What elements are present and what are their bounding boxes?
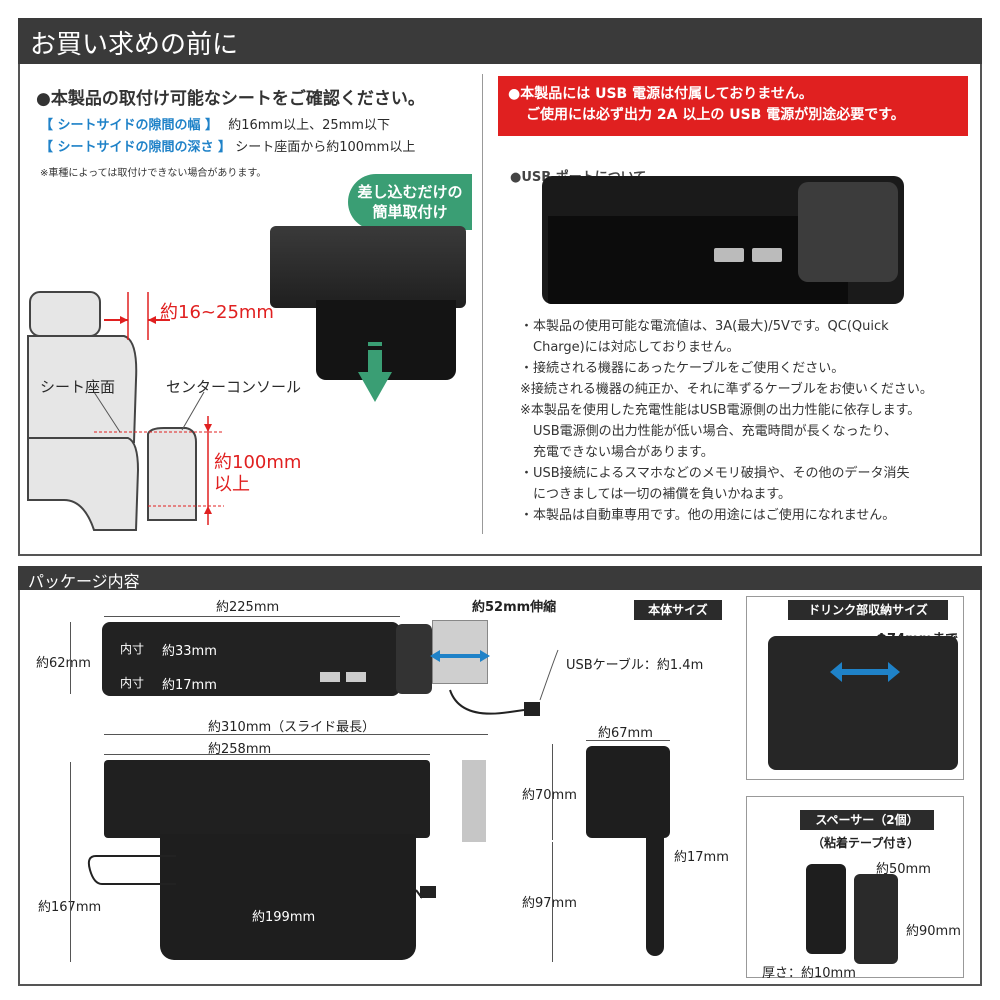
list-item: USB電源側の出力性能が低い場合、充電時間が長くなったり、 (520, 424, 898, 439)
section-header-top: お買い求めの前に (18, 18, 982, 64)
spacer-height-label: 約90mm (906, 924, 961, 939)
end-lower-height-label: 約97mm (522, 896, 577, 911)
usb-port-2 (752, 248, 782, 262)
gap-width-row: 【 シートサイドの隙間の幅 】 約16mm以上、25mm以下 (40, 114, 390, 133)
usb-warning-banner: ●本製品には USB 電源は付属しておりません。 ご使用には必ず出力 2A 以上… (498, 76, 968, 136)
badge-line-1: 差し込むだけの (357, 183, 463, 201)
list-item: Charge)には対応しておりません。 (520, 340, 740, 355)
bottom-width-label: 約199mm (252, 910, 316, 925)
list-item: ・USB接続によるスマホなどのメモリ破損や、その他のデータ消失 (520, 466, 910, 481)
seat-check-heading: ●本製品の取付け可能なシートをご確認ください。 (36, 89, 425, 109)
list-item: ・本製品は自動車専用です。他の用途にはご使用になれません。 (520, 508, 896, 523)
side-width-label: 約258mm (208, 742, 272, 757)
console-label: センターコンソール (166, 378, 302, 396)
side-slide-post (462, 760, 486, 842)
badge-line-2: 簡単取付け (372, 203, 448, 221)
drink-box (746, 596, 964, 780)
usb-bullet-list: ・本製品の使用可能な電流値は、3A(最大)/5Vです。QC(Quick Char… (520, 316, 975, 526)
organizer-image (270, 226, 466, 308)
drink-size-label: ドリンク部収納サイズ (788, 600, 948, 620)
spacer-piece-2 (854, 874, 898, 964)
usb-port-a (320, 672, 340, 682)
end-view-blade (646, 838, 664, 956)
gap-width-label: 【 シートサイドの隙間の幅 】 (40, 118, 219, 133)
top-view-image: 内寸 約33mm 内寸 約17mm (102, 622, 400, 696)
side-lower-panel: 約199mm (160, 834, 416, 960)
end-view-image (586, 746, 670, 838)
list-item: ※本製品を使用した充電性能はUSB電源側の出力性能に依存します。 (520, 403, 921, 418)
page-title: お買い求めの前に (30, 30, 239, 60)
gap-depth-row: 【 シートサイドの隙間の深さ 】 シート座面から約100mm以上 (40, 136, 415, 155)
banner-line-2: ご使用には必ず出力 2A 以上の USB 電源が別途必要です。 (526, 107, 905, 123)
inner-label-1: 内寸 (120, 642, 145, 656)
inner-value-2: 約17mm (162, 678, 217, 693)
inner-label-2: 内寸 (120, 676, 145, 690)
side-cable-icon (87, 855, 436, 899)
side-view-image (104, 760, 430, 838)
spacer-width-label: 約50mm (876, 862, 931, 877)
end-upper-height-line (552, 744, 553, 840)
spacer-piece-1 (806, 864, 846, 954)
usb-port-1 (714, 248, 744, 262)
gap-depth-value: シート座面から約100mm以上 (235, 140, 416, 155)
seat-label: シート座面 (40, 378, 116, 396)
easy-install-badge: 差し込むだけの 簡単取付け (348, 174, 472, 230)
gap-width-value: 約16mm以上、25mm以下 (228, 118, 390, 133)
usb-cable-label: USBケーブル：約1.4m (566, 658, 704, 673)
spacer-sub-label: （粘着テープ付き） (812, 836, 920, 850)
list-item: ・接続される機器にあったケーブルをご使用ください。 (520, 361, 845, 376)
end-lower-height-line (552, 842, 553, 962)
end-upper-height-label: 約70mm (522, 788, 577, 803)
top-height-line (70, 622, 71, 694)
slide-max-label: 約310mm（スライド最長） (208, 720, 376, 735)
width-range-label: 約16~25mm (160, 302, 274, 323)
insert-arrow-icon (358, 342, 392, 402)
side-height-label: 約167mm (38, 896, 101, 915)
depth-label-2: 以上 (214, 474, 250, 495)
drink-arrow-icon (830, 662, 900, 682)
list-item: 充電できない場合があります。 (520, 445, 714, 460)
list-item: につきましては一切の補償を負いかねます。 (520, 487, 792, 502)
spacer-thickness-label: 厚さ：約10mm (762, 966, 856, 981)
end-thickness-label: 約17mm (674, 850, 729, 865)
list-item: ・本製品の使用可能な電流値は、3A(最大)/5Vです。QC(Quick (520, 319, 889, 334)
seat-diagram (27, 291, 224, 531)
usb-port-b (346, 672, 366, 682)
top-width-line (104, 616, 400, 617)
cup-holder-top (396, 624, 432, 694)
side-width-line (104, 754, 430, 755)
usb-port-image (542, 176, 904, 304)
inner-value-1: 約33mm (162, 644, 217, 659)
list-item: ※接続される機器の純正か、それに準ずるケーブルをお使いください。 (520, 382, 933, 397)
section-header-package: パッケージ内容 (18, 566, 982, 591)
package-title: パッケージ内容 (28, 572, 140, 591)
spacer-box (746, 796, 964, 978)
seat-note: ※車種によっては取付けできない場合があります。 (40, 168, 267, 179)
end-width-line (586, 740, 670, 741)
slide-max-line (104, 734, 488, 735)
gap-depth-label: 【 シートサイドの隙間の深さ 】 (40, 140, 232, 155)
spacer-label: スペーサー（2個） (800, 810, 934, 830)
usb-cable-icon (449, 649, 559, 716)
side-height-line (70, 762, 71, 962)
extend-arrow-icon (430, 650, 490, 662)
body-size-label: 本体サイズ (634, 600, 722, 620)
drink-holder-image (768, 636, 958, 770)
top-height-label: 約62mm (36, 656, 91, 671)
extend-label: 約52mm伸縮 (472, 600, 557, 615)
top-width-label: 約225mm (216, 600, 280, 615)
depth-label-1: 約100mm (214, 452, 302, 473)
slide-extension (432, 620, 488, 684)
banner-line-1: ●本製品には USB 電源は付属しておりません。 (508, 86, 813, 102)
organizer-body (316, 300, 456, 380)
end-width-label: 約67mm (598, 726, 653, 741)
top-divider (482, 74, 483, 534)
